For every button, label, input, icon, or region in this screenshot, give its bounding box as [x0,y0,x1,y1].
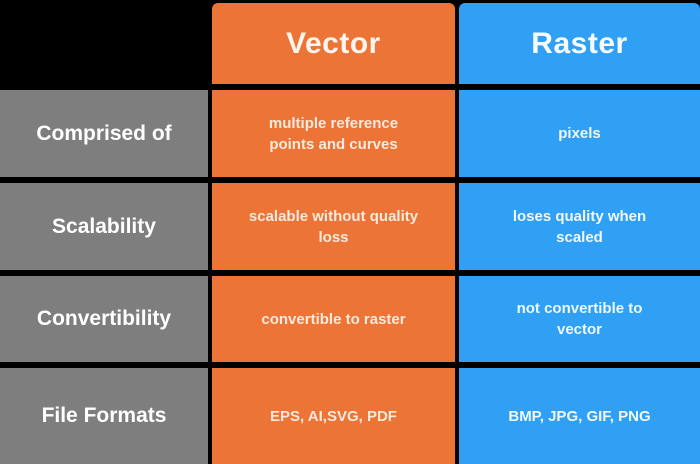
row-label-comprised-of: Comprised of [0,90,208,177]
vector-cell-file-formats: EPS, AI,SVG, PDF [212,368,455,464]
row-label-file-formats: File Formats [0,368,208,464]
vector-cell-comprised-of: multiple reference points and curves [212,90,455,177]
raster-cell-scalability: loses quality when scaled [459,183,700,270]
raster-cell-text: pixels [558,125,601,142]
raster-cell-text: loses quality when scaled [512,207,647,246]
vector-cell-text: multiple reference points and curves [268,114,399,153]
row-label-text: Convertibility [36,307,172,330]
vector-cell-convertibility: convertible to raster [212,276,455,362]
column-header-vector-label: Vector [286,26,381,60]
vector-cell-text: scalable without quality loss [248,207,419,246]
table-corner-spacer [0,0,208,84]
raster-cell-file-formats: BMP, JPG, GIF, PNG [459,368,700,464]
raster-cell-comprised-of: pixels [459,90,700,177]
row-label-text: Scalability [52,214,156,238]
vector-cell-text: EPS, AI,SVG, PDF [270,407,397,425]
vector-cell-scalability: scalable without quality loss [212,183,455,270]
row-label-convertibility: Convertibility [0,276,208,362]
raster-cell-text: not convertible to vector [516,300,643,338]
raster-cell-text: BMP, JPG, GIF, PNG [508,407,651,425]
column-header-vector: Vector [212,3,455,84]
vector-cell-text: convertible to raster [261,310,406,328]
column-header-raster-label: Raster [531,26,628,60]
row-label-text: Comprised of [36,121,172,145]
raster-cell-convertibility: not convertible to vector [459,276,700,362]
column-header-raster: Raster [459,3,700,84]
row-label-text: File Formats [41,404,167,427]
row-label-scalability: Scalability [0,183,208,270]
